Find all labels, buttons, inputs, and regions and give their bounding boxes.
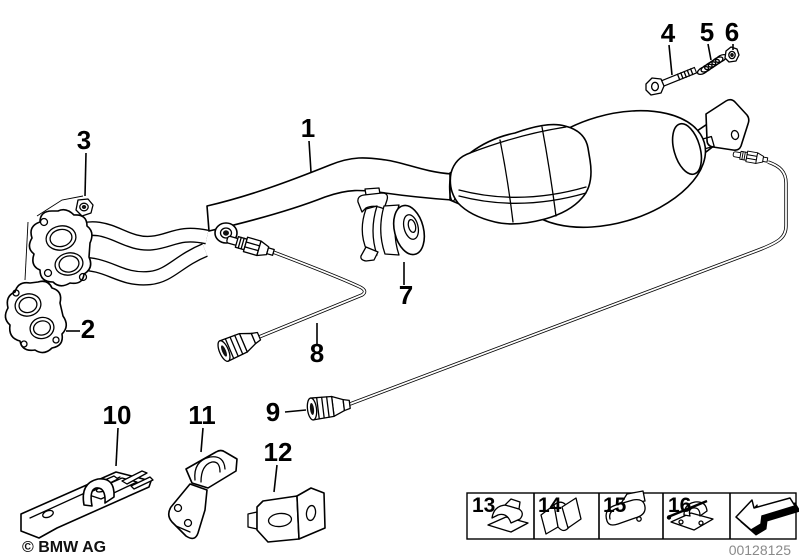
callout-7[interactable]: 7 [399, 280, 413, 310]
callout-12[interactable]: 12 [264, 437, 293, 467]
callout-5[interactable]: 5 [700, 17, 714, 47]
callout-13[interactable]: 13 [472, 494, 495, 517]
o2-sensor-connector [214, 325, 264, 364]
callout-9[interactable]: 9 [266, 397, 280, 427]
bolt-drawing [645, 66, 698, 96]
callout-14[interactable]: 14 [538, 494, 562, 517]
callout-11[interactable]: 11 [188, 400, 216, 430]
callout-3[interactable]: 3 [77, 125, 91, 155]
o2-sensor-connector-rear [305, 392, 352, 422]
oxygen-sensor-rear-drawing [305, 148, 788, 422]
bracket-11-drawing [167, 449, 238, 540]
front-flange-drawing [28, 208, 93, 287]
nut-drawing [75, 198, 94, 217]
callout-2[interactable]: 2 [81, 314, 95, 344]
tail-flange [705, 98, 750, 151]
callout-6[interactable]: 6 [725, 17, 739, 47]
clip-16-drawing [666, 499, 714, 531]
arrow-down-left-icon [735, 497, 799, 536]
clip-15-drawing [605, 490, 646, 526]
clip-14-drawing [540, 497, 582, 535]
callout-1[interactable]: 1 [301, 113, 315, 143]
catalytic-converter-drawing [449, 98, 750, 229]
gasket-drawing [4, 280, 68, 354]
bracket-12-drawing [247, 487, 326, 543]
copyright-text: © BMW AG [22, 539, 106, 556]
callout-4[interactable]: 4 [661, 18, 676, 48]
callout-8[interactable]: 8 [310, 338, 324, 368]
spring-drawing [696, 53, 728, 76]
oxygen-sensor-front-drawing [214, 222, 367, 364]
mount-clamp-drawing [357, 187, 426, 262]
leader-lines [24, 43, 734, 493]
clip-13-drawing [487, 498, 529, 533]
legend-box [466, 490, 799, 540]
callout-10[interactable]: 10 [103, 400, 132, 430]
callout-16[interactable]: 16 [668, 494, 691, 517]
bracket-10-drawing [20, 470, 154, 539]
exhaust-front-pipe-drawing [69, 157, 470, 286]
callout-15[interactable]: 15 [603, 494, 627, 517]
heat-shield [449, 123, 592, 225]
spring-nut-drawing [724, 46, 740, 63]
document-number: 00128125 [729, 542, 792, 558]
o2-sensor-probe-rear [731, 148, 769, 166]
